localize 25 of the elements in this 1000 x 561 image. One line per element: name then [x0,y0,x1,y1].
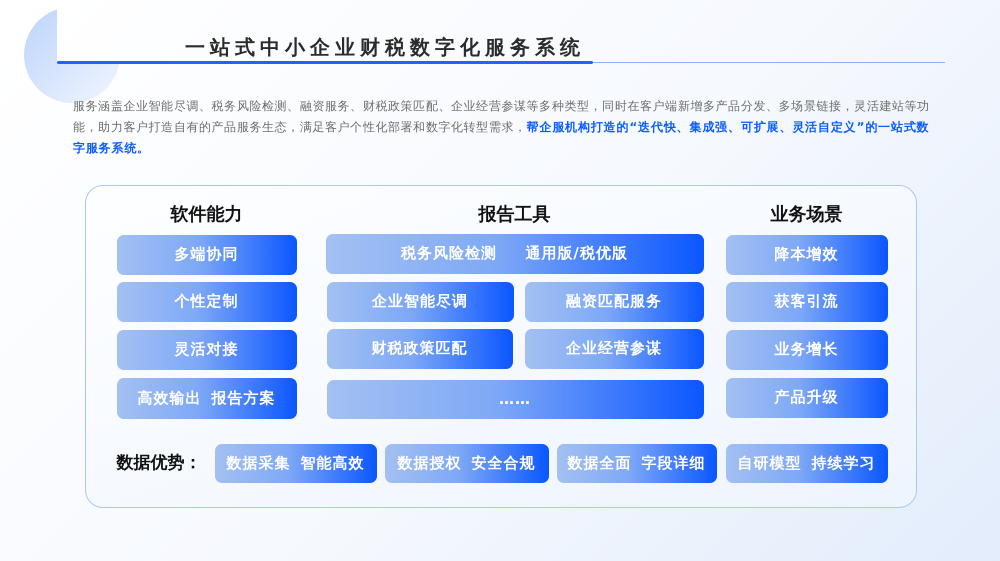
feature-tag: 数据全面 字段详细 [556,444,716,482]
feature-box: …… [326,380,704,418]
feature-box: 降本增效 [726,234,888,274]
feature-box: 财税政策匹配 [326,328,512,368]
row-heading: 数据优势： [116,452,202,474]
description-paragraph: 服务涵盖企业智能尽调、税务风险检测、融资服务、财税政策匹配、企业经营参谋等多种类型，同时在客户端新增多产品分发、多场景链接，灵活建站等功能，助力客户打造自有的产品服务生态，满足客户个性化部署和数字化转型需求，帮企服机构打造的“迭代快、集成强、可扩展、灵活自定义”的一站式数字服务系统。 [73,98,931,157]
title: 一站式中小企业财税数字化服务系统 [185,34,585,61]
column-heading: 报告工具 [478,202,550,226]
feature-box: 企业经营参谋 [524,328,704,368]
panel [85,185,917,508]
feature-box: 产品升级 [726,378,888,418]
feature-box: 税务风险检测 通用版/税优版 [326,234,704,274]
feature-box: 灵活对接 [116,330,296,370]
feature-tag: 自研模型 持续学习 [726,444,888,482]
feature-tag: 数据采集 智能高效 [214,444,376,482]
feature-box: 融资匹配服务 [524,282,704,322]
feature-tag: 数据授权 安全合规 [384,444,548,482]
column-heading: 业务场景 [770,202,842,226]
feature-box: 企业智能尽调 [326,282,514,322]
feature-box: 多端协同 [116,234,296,274]
feature-box: 获客引流 [726,282,888,322]
feature-box: 高效输出 报告方案 [116,378,296,418]
column-heading: 软件能力 [170,202,242,226]
feature-box: 个性定制 [116,282,296,322]
feature-box: 业务增长 [726,330,888,370]
